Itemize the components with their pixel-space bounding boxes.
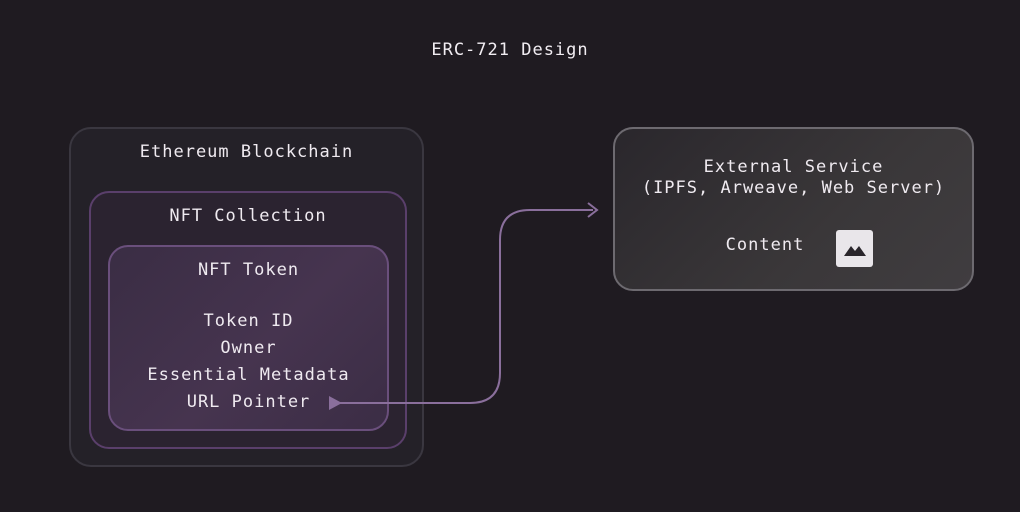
token-field-owner: Owner [220, 338, 277, 358]
token-field-url-pointer: URL Pointer [186, 392, 311, 412]
external-service-box [613, 127, 974, 291]
diagram-title: ERC-721 Design [431, 40, 589, 60]
external-service-examples: (IPFS, Arweave, Web Server) [641, 178, 946, 198]
image-icon [836, 230, 873, 267]
arrowhead-icon [587, 202, 599, 218]
nft-collection-label: NFT Collection [169, 206, 327, 226]
token-field-essential-metadata: Essential Metadata [147, 365, 350, 385]
content-label: Content [725, 235, 805, 255]
nft-token-label: NFT Token [197, 260, 300, 280]
external-service-label: External Service [703, 157, 884, 177]
ethereum-blockchain-label: Ethereum Blockchain [139, 142, 354, 162]
token-field-token-id: Token ID [203, 311, 294, 331]
